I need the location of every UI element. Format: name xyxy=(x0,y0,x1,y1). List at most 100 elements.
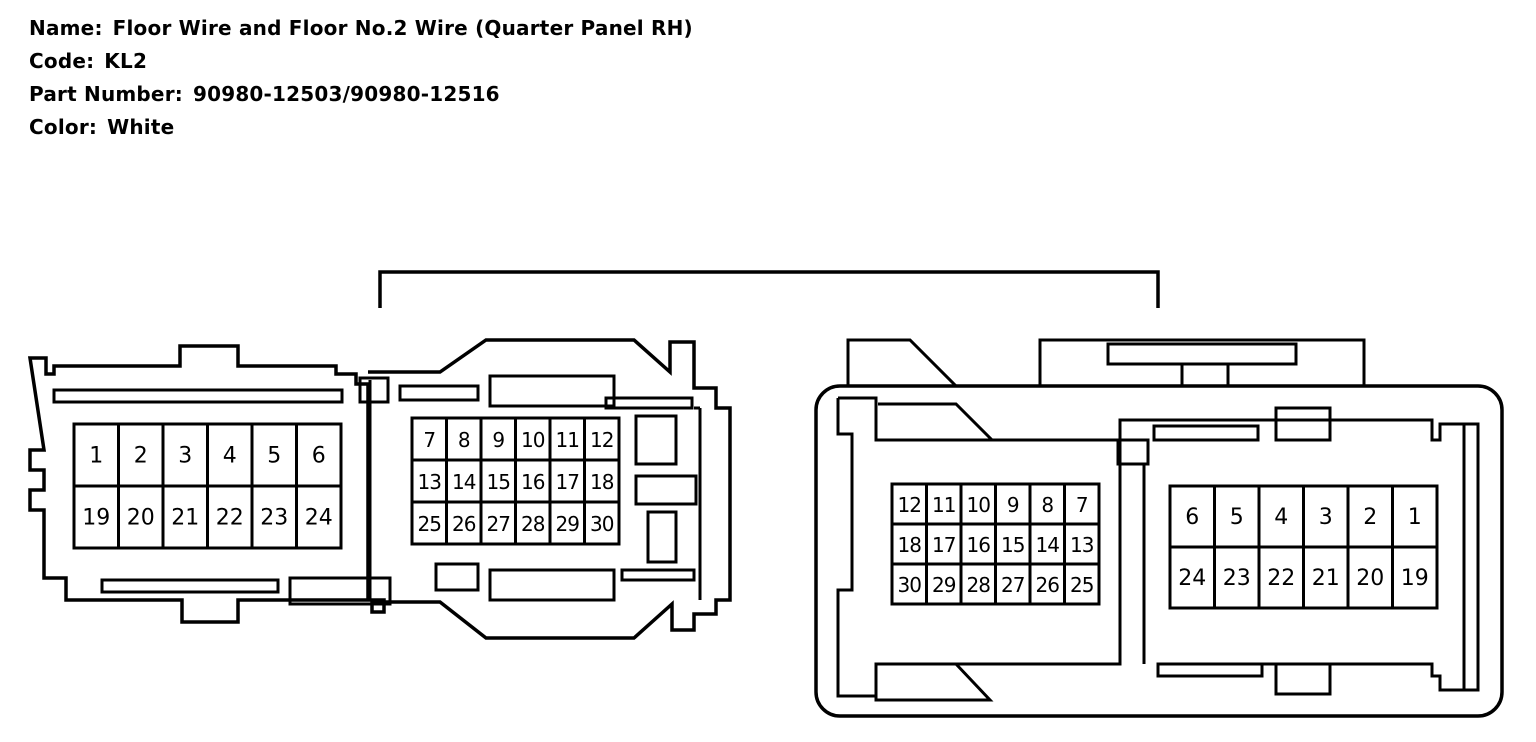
pin-label-20: 20 xyxy=(127,506,155,531)
pin-label-26: 26 xyxy=(1036,573,1060,597)
pin-label-16: 16 xyxy=(521,470,545,494)
pin-label-3: 3 xyxy=(178,444,192,469)
pin-label-5: 5 xyxy=(267,444,281,469)
pin-cell xyxy=(479,416,517,462)
pin-cell xyxy=(548,500,586,546)
pin-cell xyxy=(117,422,165,488)
pin-label-17: 17 xyxy=(556,470,580,494)
pin-label-11: 11 xyxy=(932,493,955,517)
pin-label-21: 21 xyxy=(1312,566,1340,591)
name-label: Name: xyxy=(29,16,103,40)
pin-cell xyxy=(410,500,448,546)
pin-label-24: 24 xyxy=(1178,566,1206,591)
color-value: White xyxy=(107,115,175,139)
pin-label-7: 7 xyxy=(423,428,435,452)
pin-label-12: 12 xyxy=(898,493,921,517)
pin-cell xyxy=(514,416,552,462)
pin-label-23: 23 xyxy=(1223,566,1251,591)
pin-cell xyxy=(925,522,963,566)
right-connector-outline xyxy=(814,338,1504,718)
pin-cell xyxy=(250,484,298,550)
pin-label-29: 29 xyxy=(556,512,580,536)
code-value: KL2 xyxy=(104,49,148,73)
pin-label-26: 26 xyxy=(452,512,476,536)
pin-label-3: 3 xyxy=(1319,505,1333,530)
pin-label-21: 21 xyxy=(171,506,199,531)
pin-label-14: 14 xyxy=(452,470,476,494)
pin-label-15: 15 xyxy=(487,470,510,494)
pin-cell xyxy=(1168,484,1216,549)
pin-label-22: 22 xyxy=(216,506,244,531)
pin-label-12: 12 xyxy=(590,428,613,452)
pin-label-29: 29 xyxy=(932,573,956,597)
pin-cell xyxy=(1302,545,1350,610)
pin-label-9: 9 xyxy=(1007,493,1019,517)
pin-label-1: 1 xyxy=(1408,505,1422,530)
pin-cell xyxy=(925,562,963,606)
pin-label-19: 19 xyxy=(1401,566,1429,591)
pin-label-25: 25 xyxy=(418,512,441,536)
code-row: Code: KL2 xyxy=(29,45,693,78)
pin-label-27: 27 xyxy=(487,512,511,536)
pin-cell xyxy=(1391,545,1439,610)
part-number-label: Part Number: xyxy=(29,82,183,106)
part-number-value: 90980-12503/90980-12516 xyxy=(192,82,500,106)
pin-label-14: 14 xyxy=(1036,533,1060,557)
pin-cell xyxy=(1213,545,1261,610)
pin-label-18: 18 xyxy=(590,470,614,494)
pin-label-30: 30 xyxy=(590,512,614,536)
pin-label-4: 4 xyxy=(223,444,237,469)
pin-label-20: 20 xyxy=(1356,566,1384,591)
pin-label-2: 2 xyxy=(134,444,148,469)
pin-label-8: 8 xyxy=(458,428,470,452)
pin-label-6: 6 xyxy=(312,444,326,469)
pin-label-23: 23 xyxy=(260,506,288,531)
pin-label-13: 13 xyxy=(1070,533,1094,557)
pin-label-22: 22 xyxy=(1267,566,1295,591)
pin-label-11: 11 xyxy=(556,428,579,452)
pin-label-4: 4 xyxy=(1274,505,1288,530)
color-label: Color: xyxy=(29,115,98,139)
pin-label-10: 10 xyxy=(967,493,991,517)
pin-cell xyxy=(410,416,448,462)
name-value: Floor Wire and Floor No.2 Wire (Quarter … xyxy=(112,16,693,40)
pin-label-18: 18 xyxy=(898,533,922,557)
pin-label-9: 9 xyxy=(492,428,504,452)
pairing-bracket xyxy=(378,270,1160,308)
connector-info: Name: Floor Wire and Floor No.2 Wire (Qua… xyxy=(29,12,693,144)
left-connector-outline xyxy=(27,338,732,640)
pin-cell xyxy=(206,422,254,488)
pin-label-16: 16 xyxy=(967,533,991,557)
pin-label-24: 24 xyxy=(305,506,333,531)
code-label: Code: xyxy=(29,49,95,73)
pin-cell xyxy=(1063,562,1101,606)
pin-cell xyxy=(1028,562,1066,606)
pin-label-15: 15 xyxy=(1001,533,1024,557)
pin-cell xyxy=(72,484,120,550)
pin-cell xyxy=(117,484,165,550)
pin-cell xyxy=(583,458,621,504)
pin-cell xyxy=(890,482,928,526)
name-row: Name: Floor Wire and Floor No.2 Wire (Qua… xyxy=(29,12,693,45)
pin-label-5: 5 xyxy=(1230,505,1244,530)
pin-cell xyxy=(1391,484,1439,549)
pin-label-13: 13 xyxy=(418,470,442,494)
pin-label-28: 28 xyxy=(967,573,991,597)
pin-label-17: 17 xyxy=(932,533,956,557)
pin-label-30: 30 xyxy=(898,573,922,597)
pin-cell xyxy=(583,416,621,462)
color-row: Color: White xyxy=(29,111,693,144)
pin-label-27: 27 xyxy=(1001,573,1025,597)
pin-label-25: 25 xyxy=(1070,573,1093,597)
pin-label-7: 7 xyxy=(1076,493,1088,517)
part-number-row: Part Number: 90980-12503/90980-12516 xyxy=(29,78,693,111)
pin-cell xyxy=(161,484,209,550)
pin-cell xyxy=(1063,482,1101,526)
pin-label-28: 28 xyxy=(521,512,545,536)
pin-label-2: 2 xyxy=(1363,505,1377,530)
